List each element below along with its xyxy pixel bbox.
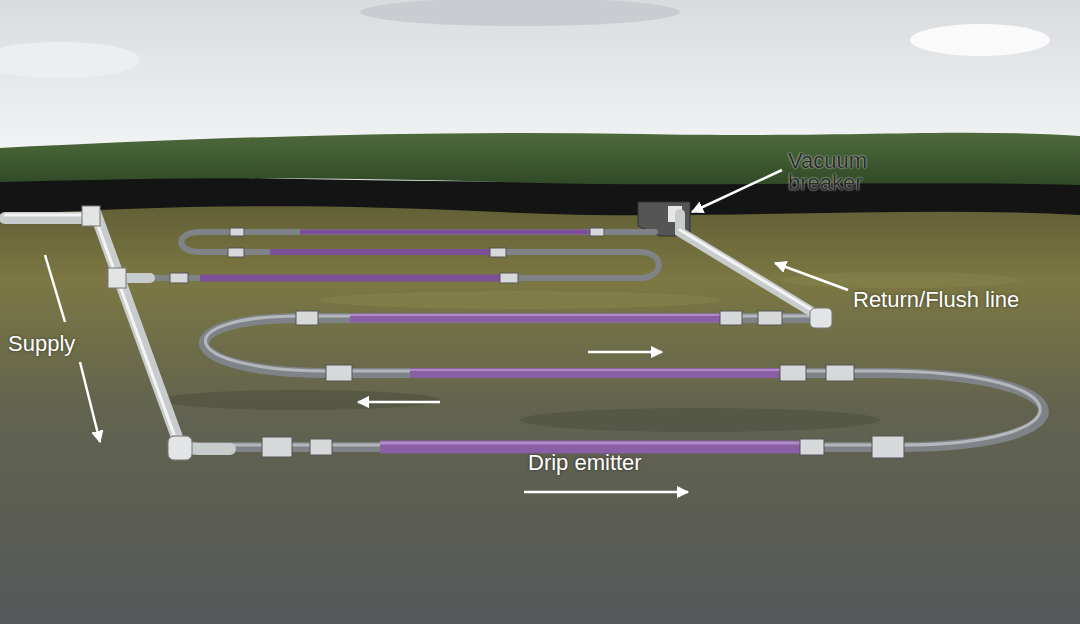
ground-part <box>0 195 1080 624</box>
drip-emitter-line-part <box>300 230 590 235</box>
leader-arrow-part <box>45 255 65 322</box>
drip-emitter-line-part <box>350 314 720 316</box>
hose-fitting-part <box>780 365 806 381</box>
part-label: Vacuum breaker <box>788 150 898 194</box>
hose-fitting-part <box>230 228 244 236</box>
ground-part <box>520 408 880 432</box>
lateral-hose-part <box>185 318 1044 447</box>
lateral-hose-part <box>135 232 659 278</box>
hose-fitting-part <box>310 439 332 455</box>
hose-fitting-part <box>170 273 188 283</box>
pvc-pipe-part <box>82 206 100 226</box>
lateral-hose-part <box>185 316 1040 445</box>
pvc-pipe-part <box>810 308 832 328</box>
ground-part <box>0 133 1080 185</box>
drip-emitter-line-part <box>350 314 720 323</box>
flow-arrow-part <box>358 401 440 404</box>
pvc-pipe-part <box>5 212 92 224</box>
pvc-pipe-part <box>680 214 822 318</box>
flow-arrow-part <box>524 491 688 494</box>
hose-fitting-part <box>228 248 244 257</box>
pvc-pipe-part <box>108 268 126 288</box>
flow-arrow-part <box>588 351 662 354</box>
hose-fitting-part <box>800 439 824 455</box>
part-label: Drip emitter <box>528 452 698 474</box>
drip-emitter-line-part <box>200 275 500 282</box>
pvc-pipe-part <box>168 436 192 460</box>
part-label: Return/Flush line <box>853 289 1080 311</box>
hose-fitting-part <box>262 437 292 457</box>
drip-emitter-line-part <box>270 249 490 255</box>
pvc-pipe-part <box>93 212 176 440</box>
part-label: Supply <box>8 333 128 355</box>
sky-part <box>910 24 1050 56</box>
hose-fitting-part <box>590 228 604 236</box>
hose-fitting <box>170 228 904 458</box>
sky-part <box>360 0 680 26</box>
leader-arrow-part <box>775 263 848 290</box>
hose-fitting-part <box>490 248 506 257</box>
lateral-hose <box>135 232 1044 447</box>
leader-arrow-part <box>692 170 782 212</box>
ground-part <box>780 272 1020 288</box>
drip-emitter-line-part <box>410 368 780 378</box>
ground-part <box>320 291 720 309</box>
pvc-pipe-part <box>95 212 230 449</box>
pvc-pipe <box>5 206 832 460</box>
hose-fitting-part <box>720 311 742 325</box>
sky-part <box>0 42 140 78</box>
leader-arrow-part <box>80 362 100 442</box>
hose-fitting-part <box>326 365 352 381</box>
ground-part <box>160 390 440 410</box>
pvc-pipe-part <box>5 214 92 217</box>
drip-emitter-line-part <box>380 442 800 445</box>
drip-emitter-line-part <box>410 369 780 371</box>
drip-emitter-line <box>200 232 800 447</box>
hose-fitting-part <box>872 436 904 458</box>
leader-arrow <box>45 170 848 442</box>
ground <box>0 133 1080 624</box>
hose-fitting-part <box>758 311 782 325</box>
hose-fitting-part <box>500 273 518 283</box>
hose-fitting-part <box>296 311 318 325</box>
hose-fitting-part <box>826 365 854 381</box>
